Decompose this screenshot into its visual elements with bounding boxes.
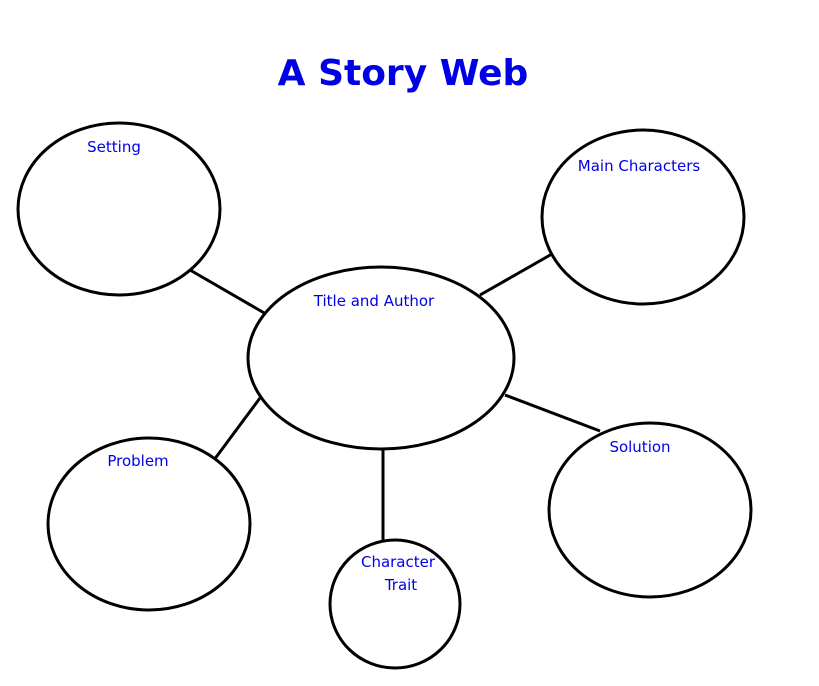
main-characters-bubble bbox=[540, 128, 746, 306]
problem-label: Problem bbox=[107, 452, 168, 470]
connector-main-characters bbox=[479, 252, 553, 297]
setting-bubble bbox=[16, 121, 222, 297]
center-label: Title and Author bbox=[313, 292, 435, 310]
center-bubble bbox=[246, 265, 516, 451]
character-trait-label-line1: Character bbox=[361, 553, 436, 571]
connector-solution bbox=[504, 393, 601, 433]
solution-bubble bbox=[547, 421, 753, 599]
setting-label: Setting bbox=[87, 138, 141, 156]
main-characters-label: Main Characters bbox=[578, 157, 701, 175]
character-trait-bubble bbox=[328, 538, 462, 670]
connector-setting bbox=[189, 268, 267, 316]
character-trait-label-line2: Trait bbox=[384, 576, 417, 594]
connector-problem bbox=[212, 397, 262, 461]
solution-label: Solution bbox=[609, 438, 670, 456]
problem-bubble bbox=[46, 436, 252, 612]
page-title: A Story Web bbox=[278, 53, 529, 94]
